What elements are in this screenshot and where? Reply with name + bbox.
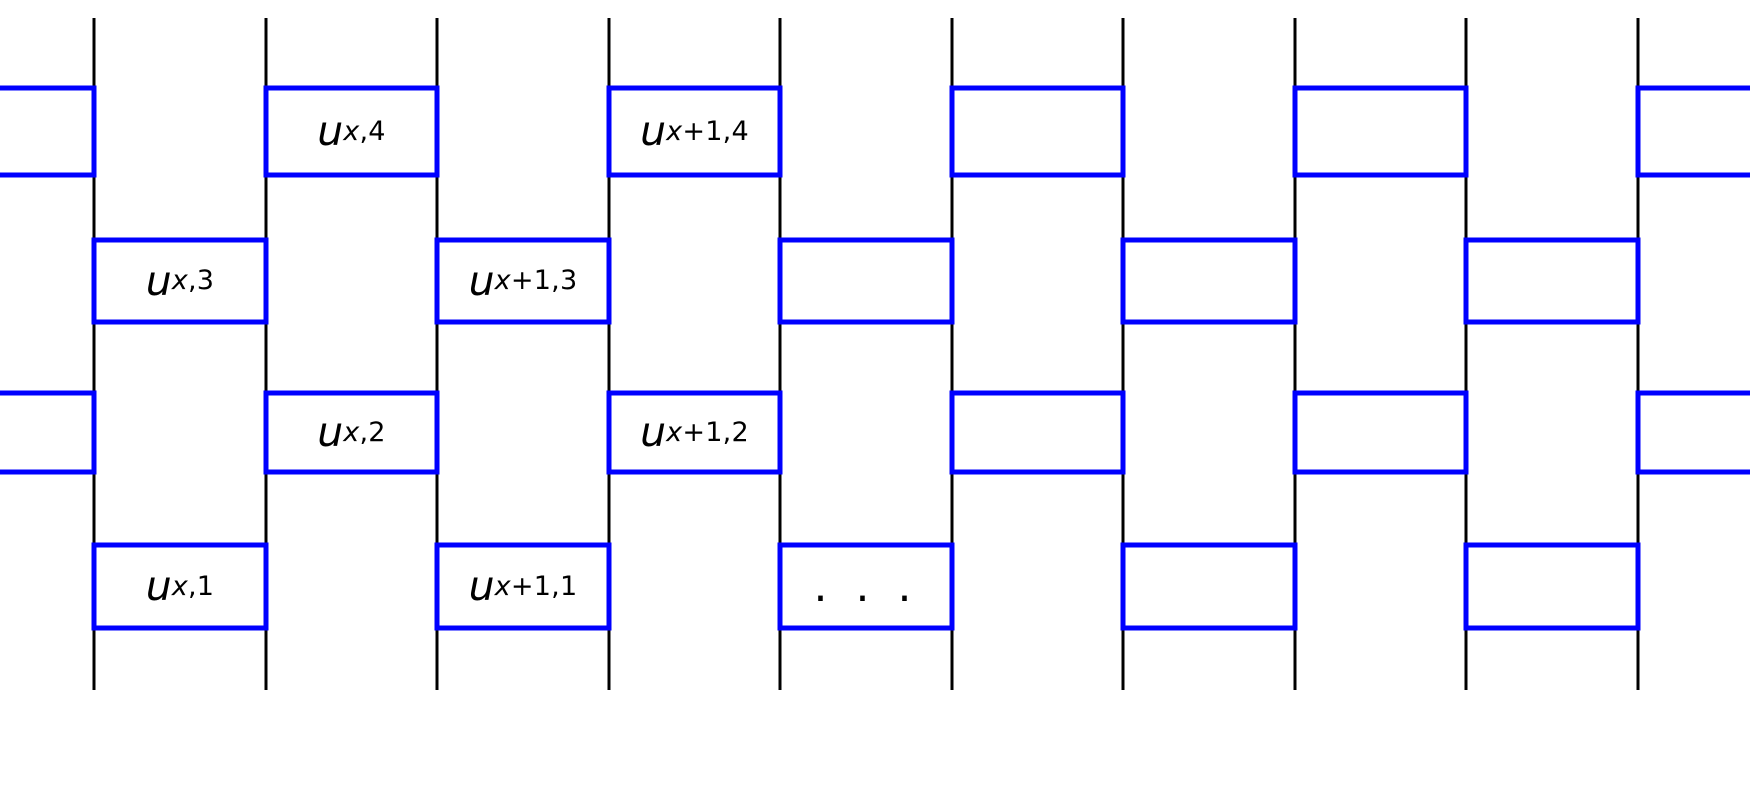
gate-rect-g-r2-c1[interactable] xyxy=(263,390,440,475)
gate-rect-g-r2-c5[interactable] xyxy=(1635,390,1750,475)
gate-rect-g-r1-c0[interactable] xyxy=(91,542,269,631)
gate-rect-g-r1-c3[interactable] xyxy=(1120,542,1298,631)
gate-rect-g-r2-c4[interactable] xyxy=(1292,390,1469,475)
gate-rect-g-r4-c1[interactable] xyxy=(263,85,440,178)
gate-rect-g-r4-c0[interactable] xyxy=(0,85,97,178)
gate-rect-g-r4-c5[interactable] xyxy=(1635,85,1750,178)
gate-rect-g-r3-c0[interactable] xyxy=(91,237,269,325)
gate-rect-g-r2-c2[interactable] xyxy=(606,390,783,475)
gate-rects-group xyxy=(0,85,1750,631)
gate-rect-g-r2-c3[interactable] xyxy=(949,390,1126,475)
gate-rect-g-r3-c4[interactable] xyxy=(1463,237,1641,325)
gate-rect-g-r1-c2[interactable] xyxy=(777,542,955,631)
gate-rect-g-r2-c0[interactable] xyxy=(0,390,97,475)
gate-rect-g-r4-c3[interactable] xyxy=(949,85,1126,178)
gate-rect-g-r3-c2[interactable] xyxy=(777,237,955,325)
gate-rect-g-r1-c4[interactable] xyxy=(1463,542,1641,631)
gate-rect-g-r1-c1[interactable] xyxy=(434,542,612,631)
gate-rect-g-r4-c4[interactable] xyxy=(1292,85,1469,178)
gate-rect-g-r3-c1[interactable] xyxy=(434,237,612,325)
gate-rect-g-r4-c2[interactable] xyxy=(606,85,783,178)
gate-rect-g-r3-c3[interactable] xyxy=(1120,237,1298,325)
